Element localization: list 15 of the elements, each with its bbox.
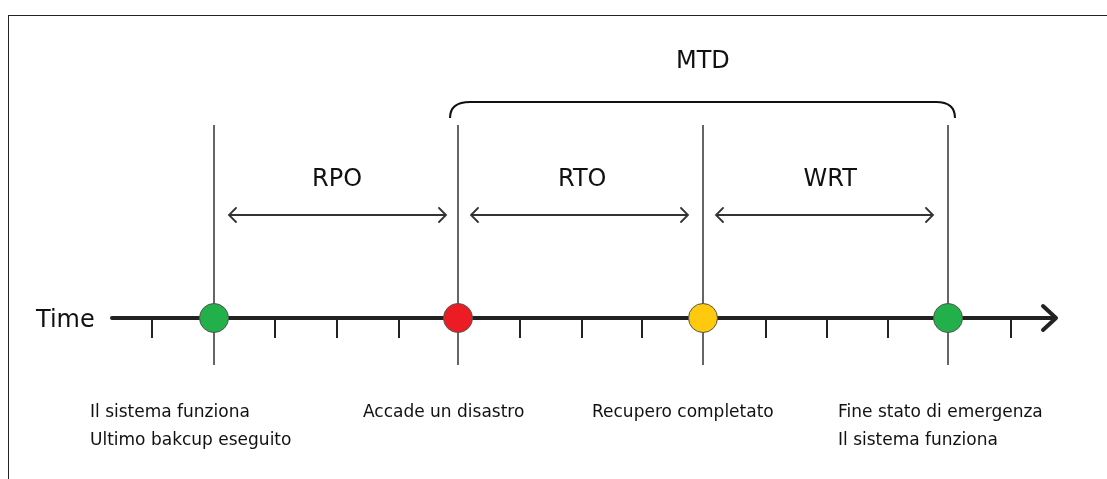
bracket-label: MTD [676, 46, 730, 74]
event-description: Il sistema funziona [90, 401, 250, 421]
milestone-circle [443, 303, 473, 333]
interval-label: RPO [312, 164, 363, 192]
event-description: Fine stato di emergenza [838, 401, 1043, 421]
interval-label: WRT [803, 164, 857, 192]
milestone-circle [688, 303, 718, 333]
interval-label: RTO [558, 164, 607, 192]
event-description: Il sistema funziona [838, 429, 998, 449]
milestone-circle [933, 303, 963, 333]
event-description: Accade un disastro [363, 401, 525, 421]
event-description: Ultimo bakcup eseguito [90, 429, 292, 449]
event-description: Recupero completato [592, 401, 774, 421]
milestone-circle [199, 303, 229, 333]
axis-label: Time [36, 305, 95, 333]
